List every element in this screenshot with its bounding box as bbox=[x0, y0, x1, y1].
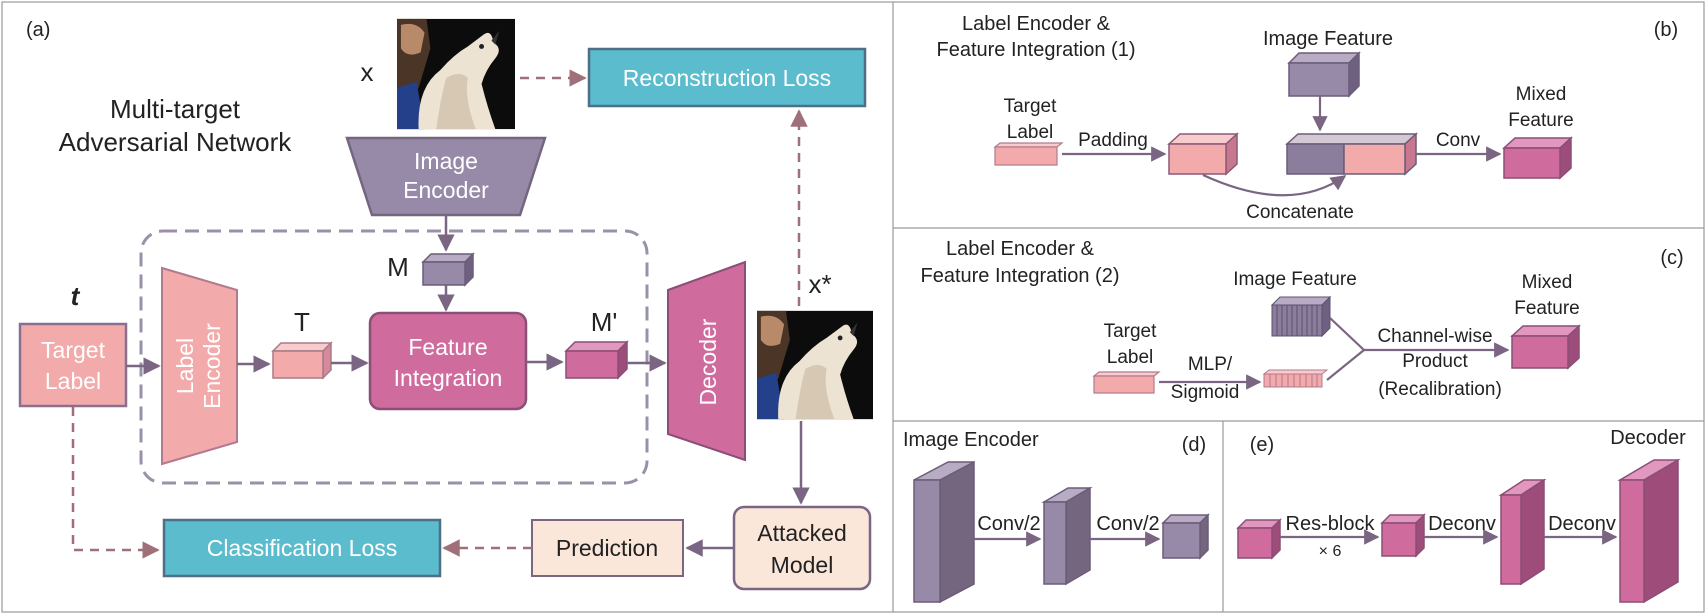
prediction-label: Prediction bbox=[556, 535, 658, 561]
panel-d-layer2 bbox=[1041, 486, 1093, 586]
panel-b-title-line2: Feature Integration (1) bbox=[937, 39, 1136, 61]
M-label: M bbox=[387, 252, 409, 282]
panel-a-title-line1: Multi-target bbox=[110, 94, 241, 124]
panel-d-tag: (d) bbox=[1182, 434, 1206, 456]
panel-c-mixed-cube bbox=[1510, 324, 1581, 370]
panel-c-mixed-line2: Feature bbox=[1514, 298, 1579, 319]
panel-b: Label Encoder & Feature Integration (1) … bbox=[937, 13, 1679, 223]
panel-c-line-weights-merge bbox=[1326, 349, 1365, 381]
panel-b-mixed-line1: Mixed bbox=[1516, 84, 1567, 105]
M-cube bbox=[421, 252, 475, 287]
panel-b-padded-cube bbox=[1167, 132, 1239, 176]
target-label-line1: Target bbox=[41, 337, 106, 363]
reconstruction-loss-label: Reconstruction Loss bbox=[623, 65, 831, 91]
panel-a-tag: (a) bbox=[26, 19, 50, 41]
panel-e-tag: (e) bbox=[1250, 434, 1274, 456]
panel-a: (a) Multi-target Adversarial Network x R… bbox=[18, 18, 873, 591]
panel-c-mlp-line2: Sigmoid bbox=[1171, 382, 1240, 403]
dash-arrow-target-cls bbox=[71, 407, 160, 559]
panel-c-mlp-line1: MLP/ bbox=[1188, 354, 1233, 375]
reconstruction-loss-box bbox=[587, 47, 867, 108]
panel-b-concatenated-cube bbox=[1285, 132, 1418, 176]
classification-loss-label: Classification Loss bbox=[207, 535, 397, 561]
panel-e: (e) Decoder Res-block × 6 Deconv Deconv bbox=[1236, 427, 1686, 604]
x-label: x bbox=[361, 57, 374, 87]
panel-b-target-line2: Label bbox=[1007, 122, 1054, 143]
panel-e-deconv2: Deconv bbox=[1548, 513, 1616, 535]
panel-e-layer3 bbox=[1498, 478, 1547, 586]
panel-e-resblock: Res-block bbox=[1286, 513, 1376, 535]
image-encoder-label-2: Encoder bbox=[403, 177, 489, 203]
panel-d-conv1: Conv/2 bbox=[977, 513, 1040, 535]
image-encoder-shape bbox=[345, 136, 547, 217]
panel-c-image-feature-stack bbox=[1270, 295, 1332, 338]
panel-c-product-line2: Product bbox=[1402, 351, 1468, 372]
label-encoder-line1: Label bbox=[172, 338, 198, 394]
attacked-model-line2: Model bbox=[771, 552, 834, 578]
panel-c-product-line3: (Recalibration) bbox=[1378, 379, 1502, 400]
panel-e-layer2 bbox=[1380, 513, 1426, 558]
t-label: t bbox=[71, 281, 81, 311]
panel-b-target-label-block bbox=[993, 142, 1064, 166]
dashed-group-box bbox=[139, 229, 649, 485]
panel-c: Label Encoder & Feature Integration (2) … bbox=[921, 238, 1684, 403]
T-label: T bbox=[294, 307, 310, 337]
wolf-photo-adversarial-icon bbox=[757, 310, 873, 420]
panel-e-deconv1: Deconv bbox=[1428, 513, 1496, 535]
panel-d: Image Encoder (d) Conv/2 Conv/2 bbox=[903, 429, 1210, 604]
panel-e-title: Decoder bbox=[1610, 427, 1686, 449]
panel-b-target-line1: Target bbox=[1004, 96, 1058, 117]
target-label-line2: Label bbox=[45, 368, 101, 394]
panel-c-product-line1: Channel-wise bbox=[1377, 326, 1492, 347]
feature-integration-line1: Feature bbox=[408, 334, 487, 360]
panel-c-tag: (c) bbox=[1660, 247, 1683, 269]
panel-e-times: × 6 bbox=[1319, 543, 1342, 560]
panel-b-concatenate: Concatenate bbox=[1246, 202, 1354, 223]
classification-loss-box bbox=[162, 518, 442, 578]
attacked-model-line1: Attacked bbox=[757, 520, 847, 546]
panel-b-tag: (b) bbox=[1654, 19, 1678, 41]
panel-b-image-feature: Image Feature bbox=[1263, 28, 1393, 50]
panel-c-image-feature: Image Feature bbox=[1233, 269, 1357, 290]
panel-c-title-line2: Feature Integration (2) bbox=[921, 265, 1120, 287]
x-star-label: x* bbox=[808, 269, 831, 299]
label-encoder-line2: Encoder bbox=[199, 323, 225, 409]
feature-integration-box bbox=[368, 311, 528, 411]
panel-b-title-line1: Label Encoder & bbox=[962, 13, 1111, 35]
label-encoder-shape bbox=[161, 266, 238, 466]
decoder-label: Decoder bbox=[695, 318, 721, 405]
panel-b-conv: Conv bbox=[1436, 130, 1481, 151]
panel-c-line-feature-merge bbox=[1329, 317, 1365, 351]
panel-d-title: Image Encoder bbox=[903, 429, 1039, 451]
panel-e-layer1 bbox=[1236, 518, 1282, 560]
panel-d-layer1 bbox=[913, 460, 975, 604]
feature-integration-line2: Integration bbox=[394, 365, 503, 391]
panel-a-title-line2: Adversarial Network bbox=[59, 127, 293, 157]
T-cube bbox=[271, 341, 333, 380]
panel-c-title-line1: Label Encoder & bbox=[946, 238, 1095, 260]
panel-c-target-label-block bbox=[1092, 371, 1161, 394]
panel-b-padding: Padding bbox=[1078, 130, 1148, 151]
panel-b-concat-curve bbox=[1202, 174, 1347, 197]
panel-d-layer3 bbox=[1161, 513, 1210, 560]
panel-b-mixed-cube bbox=[1502, 136, 1573, 180]
panel-e-layer4 bbox=[1617, 458, 1681, 604]
decoder-shape bbox=[667, 260, 746, 462]
panel-c-target-line2: Label bbox=[1107, 347, 1154, 368]
M-prime-cube bbox=[564, 340, 629, 380]
image-encoder-label-1: Image bbox=[414, 148, 478, 174]
panel-c-mixed-line1: Mixed bbox=[1522, 272, 1573, 293]
M-prime-label: M' bbox=[591, 307, 618, 337]
panel-d-conv2: Conv/2 bbox=[1096, 513, 1159, 535]
panel-c-target-line1: Target bbox=[1104, 321, 1158, 342]
panel-b-image-feature-cube bbox=[1287, 51, 1361, 98]
panel-c-weights-strip bbox=[1262, 369, 1329, 388]
panel-b-mixed-line2: Feature bbox=[1508, 110, 1573, 131]
wolf-photo-icon bbox=[397, 18, 515, 130]
